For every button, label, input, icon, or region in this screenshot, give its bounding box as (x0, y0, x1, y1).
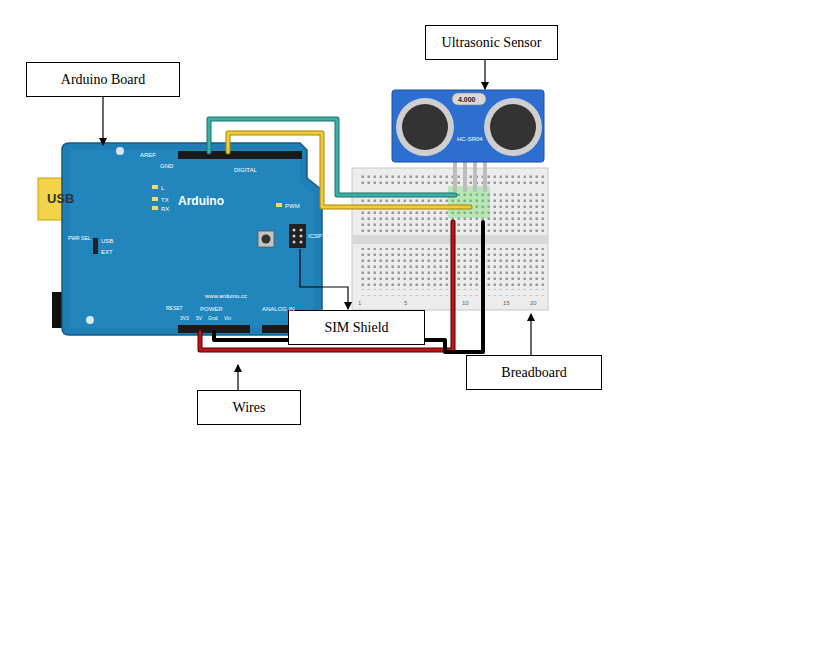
callout-label: Ultrasonic Sensor (442, 35, 542, 51)
board-label: TX (161, 197, 169, 203)
board-label: 5V (196, 316, 202, 321)
breadboard (352, 168, 548, 310)
ultrasonic-sensor (483, 158, 487, 192)
callout-label: Wires (233, 400, 266, 416)
jumper-wire (209, 119, 455, 195)
arduino-board (178, 151, 302, 159)
jumper-wire (200, 222, 453, 350)
arduino-board (93, 238, 98, 254)
board-label: USB (101, 238, 113, 244)
arduino-board (300, 235, 303, 238)
board-label: 1 (358, 300, 361, 306)
ultrasonic-sensor (463, 158, 467, 192)
ultrasonic-sensor (452, 93, 486, 105)
arduino-board (300, 241, 303, 244)
ultrasonic-sensor (484, 98, 542, 156)
jumper-wire (228, 133, 470, 207)
board-label: EXT (101, 249, 113, 255)
ultrasonic-sensor (392, 90, 544, 192)
board-label: Arduino (178, 195, 224, 207)
ultrasonic-sensor (490, 104, 536, 150)
arduino-board (293, 241, 296, 244)
board-label: HC-SR04 (457, 136, 483, 142)
ultrasonic-sensor (396, 98, 454, 156)
callout-box: Ultrasonic Sensor (425, 25, 558, 60)
jumper-wire (200, 222, 453, 350)
board-label: GND (160, 163, 173, 169)
board-label: PWM (285, 203, 300, 209)
board-label: 15 (503, 300, 510, 306)
breadboard (352, 235, 548, 244)
arduino-board (289, 224, 306, 248)
arduino-board (293, 229, 296, 232)
board-label: Vin (224, 316, 231, 321)
ultrasonic-sensor (453, 158, 457, 192)
board-label: PWR SEL (68, 236, 91, 241)
jumper-wire (214, 222, 483, 352)
board-label: USB (47, 192, 74, 205)
arduino-board (258, 231, 274, 247)
ultrasonic-sensor (402, 104, 448, 150)
jumper-wire (209, 119, 455, 195)
board-label: L (161, 185, 164, 191)
callout-label: Breadboard (501, 365, 566, 381)
breadboard (352, 168, 548, 310)
ultrasonic-sensor (392, 90, 544, 162)
arduino-board (293, 235, 296, 238)
jumper-wire (200, 119, 483, 352)
leader-arrow (300, 249, 348, 309)
arduino-board (62, 143, 322, 335)
arduino-board (62, 143, 322, 335)
arduino-board (152, 206, 158, 210)
callout-label: SIM Shield (324, 320, 388, 336)
jumper-wire (228, 133, 470, 207)
callout-box: Wires (197, 390, 301, 425)
board-label: RX (161, 206, 169, 212)
leader-arrow (530, 314, 531, 355)
arduino-board (276, 203, 282, 207)
arduino-board (86, 316, 94, 324)
arduino-board (300, 229, 303, 232)
board-label: 5 (404, 300, 407, 306)
board-label: RESET (166, 306, 183, 311)
callout-label: Arduino Board (61, 72, 145, 88)
callout-box: Breadboard (466, 355, 602, 390)
arduino-board (152, 197, 158, 201)
board-label: 3V3 (180, 316, 189, 321)
board-label: POWER (200, 306, 223, 312)
board-label: DIGITAL (234, 167, 257, 173)
board-label: ANALOG IN (262, 306, 295, 312)
arduino-board (116, 147, 124, 155)
arduino-board (262, 235, 271, 244)
board-label: 20 (530, 300, 537, 306)
leader-arrow (484, 60, 485, 89)
breadboard (358, 174, 544, 184)
leader-arrow (102, 97, 103, 145)
leader-arrow (237, 365, 238, 390)
board-label: 4.000 (458, 96, 476, 103)
board-label: Gnd (208, 316, 217, 321)
board-label: 10 (462, 300, 469, 306)
arduino-board (70, 150, 314, 328)
callout-box: Arduino Board (26, 62, 180, 97)
board-label: ICSP (308, 233, 322, 239)
board-label: AREF (140, 152, 156, 158)
leader-arrow (103, 60, 531, 390)
arduino-board (152, 185, 158, 189)
ultrasonic-sensor (473, 158, 477, 192)
board-label: www.arduino.cc (205, 293, 247, 299)
callout-box: SIM Shield (288, 310, 425, 345)
